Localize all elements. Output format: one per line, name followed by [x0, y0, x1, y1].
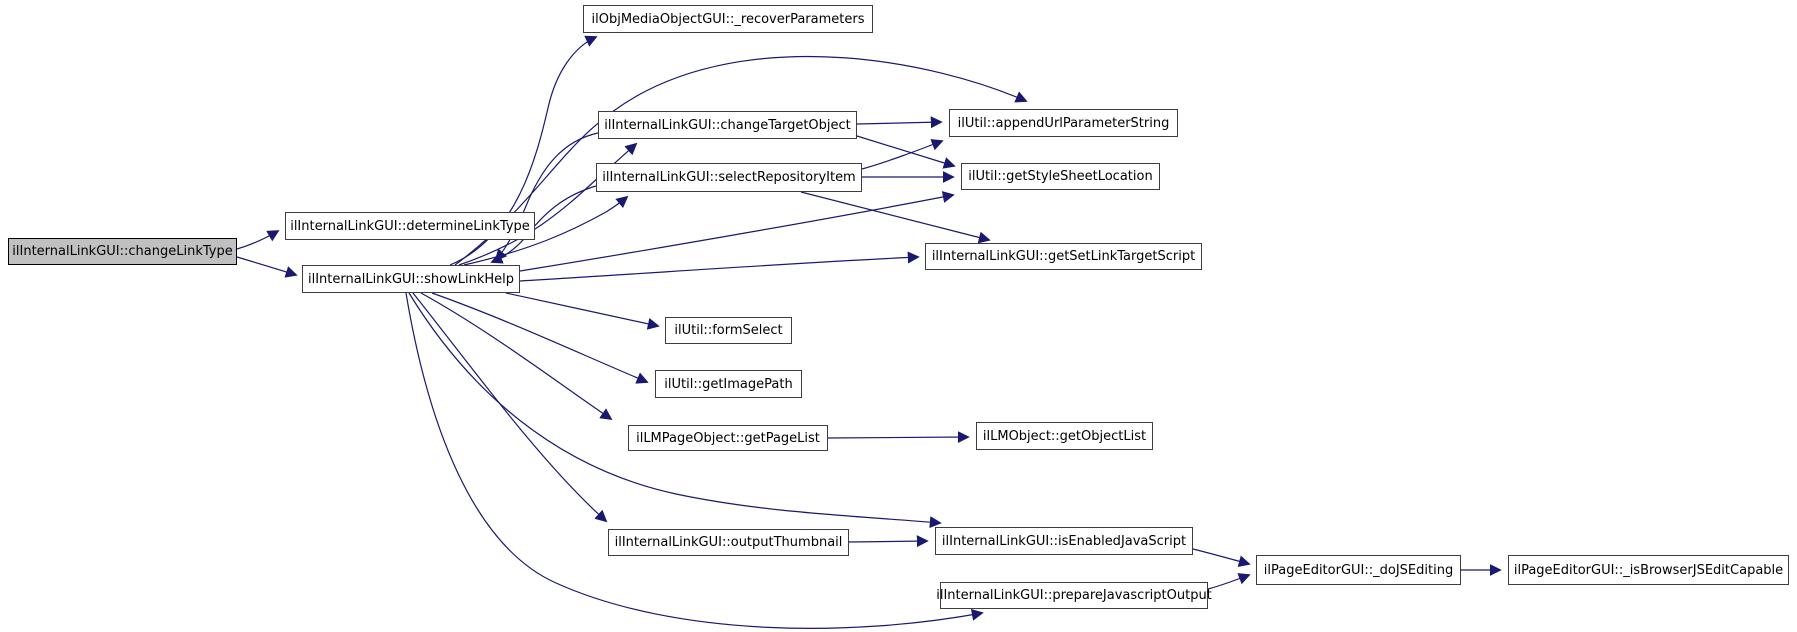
graph-node-isEnabledJavaScript[interactable]: ilInternalLinkGUI::isEnabledJavaScript [935, 527, 1193, 555]
edge-showLinkHelp-to-formSelect [505, 292, 660, 330]
graph-node-label: ilInternalLinkGUI::prepareJavascriptOutp… [936, 588, 1212, 603]
graph-node-getSetLinkTargetScript[interactable]: ilInternalLinkGUI::getSetLinkTargetScrip… [925, 243, 1202, 270]
graph-node-label: ilInternalLinkGUI::changeLinkType [12, 244, 233, 259]
graph-node-label: ilInternalLinkGUI::outputThumbnail [614, 535, 843, 550]
edge-showLinkHelp-to-getSetLinkTargetScript [519, 251, 920, 282]
graph-node-label: ilInternalLinkGUI::determineLinkType [290, 218, 530, 234]
graph-node-formSelect[interactable]: ilUtil::formSelect [665, 317, 792, 344]
graph-node-determineLinkType[interactable]: ilInternalLinkGUI::determineLinkType [285, 212, 535, 240]
graph-node-label: ilUtil::getImagePath [664, 376, 793, 392]
edge-group [236, 35, 1502, 629]
graph-node-doJSEditing[interactable]: ilPageEditorGUI::_doJSEditing [1256, 555, 1461, 585]
graph-node-recoverParameters[interactable]: ilObjMediaObjectGUI::_recoverParameters [583, 5, 873, 33]
edge-getPageList-to-getObjectList [827, 431, 970, 444]
edge-changeTargetObject-to-getStyleSheetLocation [856, 135, 956, 169]
graph-node-label: ilInternalLinkGUI::isEnabledJavaScript [941, 533, 1187, 549]
edge-changeLinkType-to-showLinkHelp [236, 256, 298, 278]
graph-node-getStyleSheetLocation[interactable]: ilUtil::getStyleSheetLocation [961, 163, 1160, 190]
graph-node-showLinkHelp[interactable]: ilInternalLinkGUI::showLinkHelp [302, 265, 520, 293]
graph-node-selectRepositoryItem[interactable]: ilInternalLinkGUI::selectRepositoryItem [596, 163, 862, 192]
graph-node-label: ilInternalLinkGUI::selectRepositoryItem [602, 170, 856, 185]
graph-node-label: ilUtil::getStyleSheetLocation [968, 169, 1153, 184]
edge-showLinkHelp-to-outputThumbnail [412, 292, 608, 523]
graph-node-label: ilLMPageObject::getPageList [636, 430, 820, 446]
edge-selectRepositoryItem-to-getSetLinkTargetScript [800, 191, 991, 244]
edge-changeTargetObject-to-appendUrlParameterString [856, 116, 943, 129]
edge-changeLinkType-to-determineLinkType [236, 230, 280, 250]
graph-node-label: ilPageEditorGUI::_isBrowserJSEditCapable [1513, 562, 1784, 578]
graph-node-getObjectList[interactable]: ilLMObject::getObjectList [976, 422, 1153, 450]
graph-node-label: ilUtil::appendUrlParameterString [957, 115, 1170, 131]
graph-node-getImagePath[interactable]: ilUtil::getImagePath [655, 370, 802, 398]
graph-node-label: ilObjMediaObjectGUI::_recoverParameters [591, 11, 865, 27]
edge-showLinkHelp-to-getImagePath [431, 292, 649, 384]
edge-changeTargetObject-to-showLinkHelp [494, 132, 599, 262]
graph-node-getPageList[interactable]: ilLMPageObject::getPageList [628, 425, 828, 451]
graph-node-label: ilInternalLinkGUI::changeTargetObject [604, 117, 851, 133]
graph-node-appendUrlParameterString[interactable]: ilUtil::appendUrlParameterString [949, 109, 1178, 137]
graph-node-label: ilUtil::formSelect [674, 323, 783, 338]
graph-node-label: ilInternalLinkGUI::getSetLinkTargetScrip… [931, 249, 1196, 264]
graph-node-prepareJavascriptOutput[interactable]: ilInternalLinkGUI::prepareJavascriptOutp… [936, 582, 1212, 609]
edge-selectRepositoryItem-to-appendUrlParameterString [861, 139, 944, 170]
edge-showLinkHelp-to-getStyleSheetLocation [519, 191, 955, 272]
edge-isEnabledJavaScript-to-doJSEditing [1192, 548, 1251, 568]
graph-node-changeLinkType[interactable]: ilInternalLinkGUI::changeLinkType [8, 238, 237, 265]
edge-showLinkHelp-to-isEnabledJavaScript [408, 292, 942, 529]
edge-outputThumbnail-to-isEnabledJavaScript [848, 535, 929, 548]
edge-showLinkHelp-to-changeTargetObject [458, 142, 638, 266]
graph-node-changeTargetObject[interactable]: ilInternalLinkGUI::changeTargetObject [598, 111, 857, 139]
graph-node-label: ilInternalLinkGUI::showLinkHelp [308, 271, 514, 287]
graph-node-label: ilLMObject::getObjectList [982, 428, 1147, 444]
graph-node-label: ilPageEditorGUI::_doJSEditing [1263, 562, 1454, 578]
graph-node-isBrowserJSEditCapable[interactable]: ilPageEditorGUI::_isBrowserJSEditCapable [1508, 555, 1789, 585]
edge-prepareJavascriptOutput-to-doJSEditing [1207, 573, 1251, 590]
edge-showLinkHelp-to-getPageList [420, 292, 613, 421]
edge-showLinkHelp-to-prepareJavascriptOutput [405, 292, 984, 629]
graph-node-outputThumbnail[interactable]: ilInternalLinkGUI::outputThumbnail [608, 529, 849, 556]
